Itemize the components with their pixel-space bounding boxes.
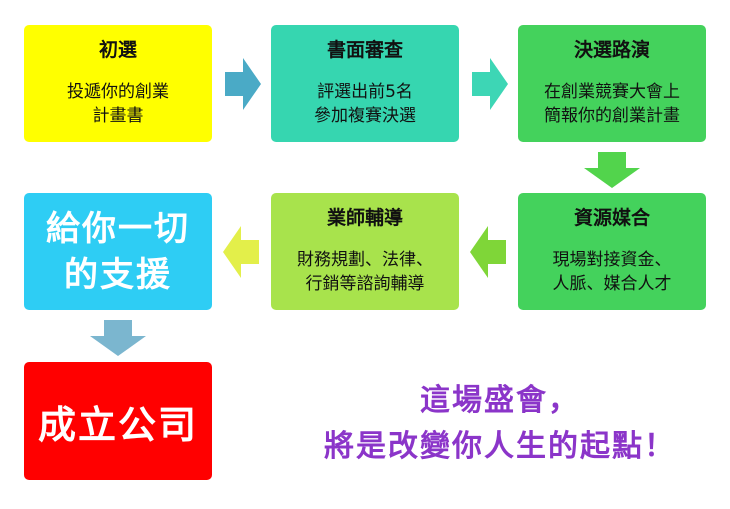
step-title: 書面審查 [326, 39, 403, 61]
step-description: 在創業競賽大會上 簡報你的創業計畫 [544, 82, 680, 126]
step-title: 業師輔導 [326, 207, 403, 229]
step-initial-selection: 初選 投遞你的創業 計畫書 [24, 25, 212, 142]
slogan-line-2: 將是改變你人生的起點！ [324, 429, 676, 464]
arrow-right-icon [225, 58, 261, 110]
arrow-down-icon [584, 152, 640, 188]
result-box: 成立公司 [24, 362, 212, 480]
step-mentoring: 業師輔導 財務規劃、法律、 行銷等諮詢輔導 [271, 193, 459, 310]
step-description: 評選出前5名 參加複賽決選 [314, 82, 416, 126]
step-description: 投遞你的創業 計畫書 [67, 82, 169, 126]
step-resource-matching: 資源媒合 現場對接資金、 人脈、媒合人才 [518, 193, 706, 310]
slogan: 這場盛會， 將是改變你人生的起點！ [270, 378, 730, 470]
arrow-down-icon [90, 320, 146, 356]
arrow-right-icon [472, 58, 508, 110]
step-final-pitch: 決選路演 在創業競賽大會上 簡報你的創業計畫 [518, 25, 706, 142]
arrow-left-icon [223, 226, 259, 278]
step-description: 現場對接資金、 人脈、媒合人才 [552, 250, 672, 294]
support-box: 給你一切 的支援 [24, 193, 212, 310]
step-title: 決選路演 [573, 39, 650, 61]
slogan-line-1: 這場盛會， [420, 383, 580, 418]
step-description: 財務規劃、法律、 行銷等諮詢輔導 [297, 250, 433, 294]
step-title: 資源媒合 [573, 207, 650, 229]
step-document-review: 書面審查 評選出前5名 參加複賽決選 [271, 25, 459, 142]
result-text: 成立公司 [37, 402, 198, 447]
arrow-left-icon [470, 226, 506, 278]
support-text: 給你一切 的支援 [46, 208, 190, 295]
step-title: 初選 [98, 39, 137, 61]
